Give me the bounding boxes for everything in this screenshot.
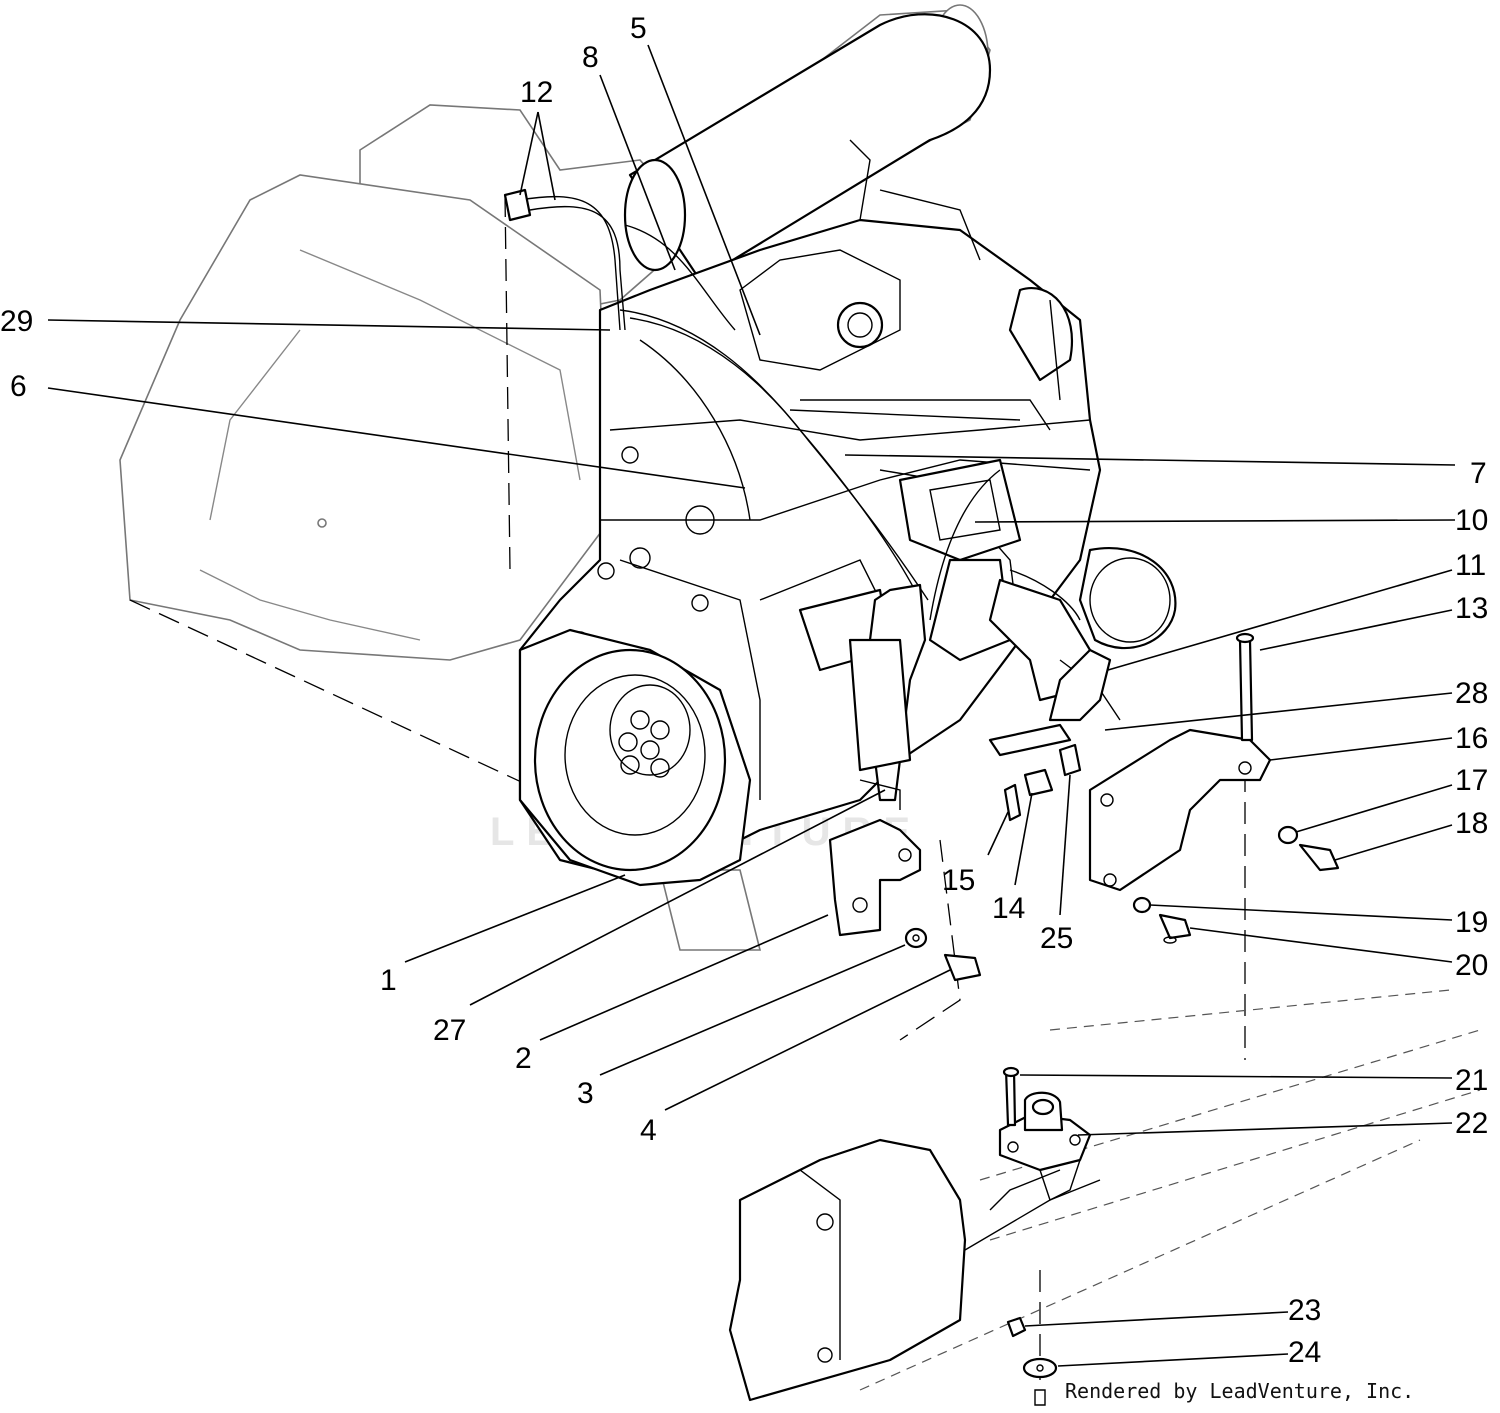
callout-6: 6	[10, 370, 27, 403]
callout-13: 13	[1455, 592, 1488, 625]
callout-12: 12	[520, 76, 553, 109]
fastener-23-24	[1006, 1316, 1058, 1406]
callout-11: 11	[1455, 549, 1486, 582]
callout-2: 2	[515, 1042, 532, 1075]
callout-15: 15	[942, 864, 975, 897]
callout-24: 24	[1288, 1336, 1321, 1369]
callout-27: 27	[433, 1014, 466, 1047]
fastener-19-20	[1132, 896, 1192, 944]
callout-3: 3	[577, 1077, 594, 1110]
hoses	[503, 188, 1081, 621]
callout-18: 18	[1455, 807, 1488, 840]
callout-16: 16	[1455, 722, 1488, 755]
washer-3	[904, 927, 928, 949]
bolt-21	[1004, 1068, 1017, 1127]
callout-23: 23	[1288, 1294, 1321, 1327]
callout-28: 28	[1455, 677, 1488, 710]
callout-4: 4	[640, 1114, 657, 1147]
callout-10: 10	[1455, 504, 1488, 537]
leader-lines	[47, 44, 1456, 1367]
clamp-28	[988, 648, 1112, 757]
callout-25: 25	[1040, 922, 1073, 955]
callout-21: 21	[1455, 1064, 1488, 1097]
callout-7: 7	[1470, 457, 1487, 490]
long-bolt-13	[1235, 632, 1255, 742]
rubber-isolator-22	[998, 1066, 1092, 1201]
callout-labels: 1 2 3 4 5 6 7 8 10 11 12 13 14 15 16 17 …	[0, 12, 1488, 1369]
callout-29: 29	[0, 305, 33, 338]
exhaust-muffler	[623, 13, 992, 282]
fastener-17-18	[1277, 825, 1340, 872]
callout-14: 14	[992, 892, 1025, 925]
sender-parts	[1003, 743, 1082, 822]
callout-22: 22	[1455, 1107, 1488, 1140]
credit-text: Rendered by LeadVenture, Inc.	[1065, 1379, 1414, 1403]
front-mount-bracket	[828, 818, 982, 982]
bolt-4	[943, 953, 982, 982]
callout-17: 17	[1455, 764, 1488, 797]
callout-8: 8	[582, 41, 599, 74]
callout-19: 19	[1455, 906, 1488, 939]
flywheel-housing	[518, 628, 752, 887]
callout-1: 1	[380, 964, 397, 997]
frame-rail	[728, 1138, 1101, 1402]
callout-20: 20	[1455, 949, 1488, 982]
callout-5: 5	[630, 12, 647, 45]
dipstick-tube	[848, 583, 927, 810]
side-mount-bracket	[1088, 728, 1272, 892]
